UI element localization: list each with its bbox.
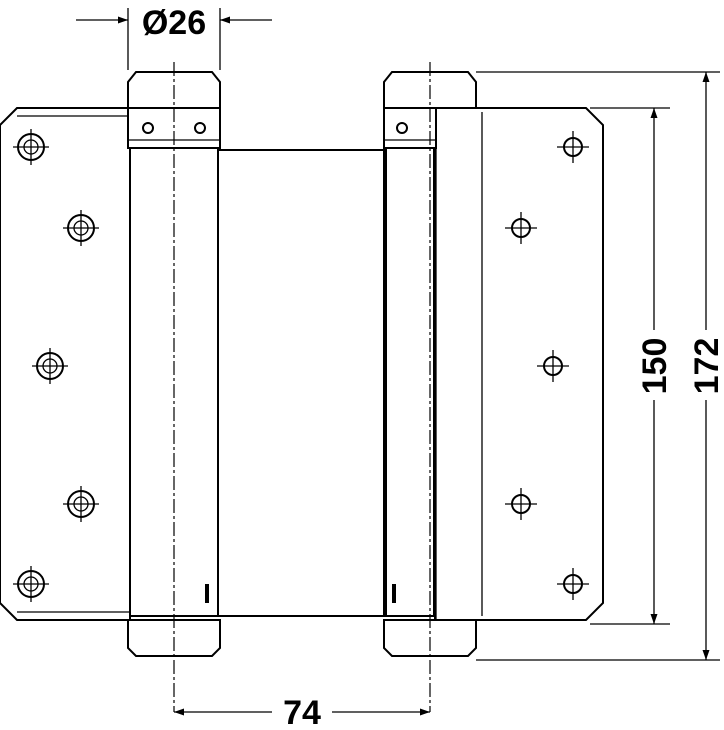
total-height-label: 172 [688, 338, 724, 395]
right-screw-holes [505, 131, 589, 600]
screw-hole [63, 210, 99, 246]
left-leaf-plate [0, 107, 131, 621]
right-leaf-plate [434, 107, 604, 621]
left-pin-hole-2 [194, 122, 206, 134]
diameter-label: Ø26 [142, 4, 206, 42]
left-index-mark [205, 584, 209, 603]
screw-hole [13, 566, 49, 602]
screw-hole [505, 212, 537, 244]
right-pin-hole [396, 122, 408, 134]
left-screw-holes [13, 129, 99, 602]
diameter-dimension [76, 8, 272, 70]
screw-hole [557, 131, 589, 163]
inner-height-dimension [590, 107, 670, 625]
width-label: 74 [283, 694, 321, 730]
screw-hole [557, 568, 589, 600]
screw-hole [63, 486, 99, 522]
screw-hole [13, 129, 49, 165]
total-height-dimension [476, 71, 720, 661]
left-pin-hole-1 [142, 122, 154, 134]
right-index-mark [392, 584, 396, 603]
spring-connector [217, 149, 385, 617]
screw-hole [505, 488, 537, 520]
screw-hole [537, 350, 569, 382]
screw-hole [32, 348, 68, 384]
inner-height-label: 150 [636, 338, 674, 395]
